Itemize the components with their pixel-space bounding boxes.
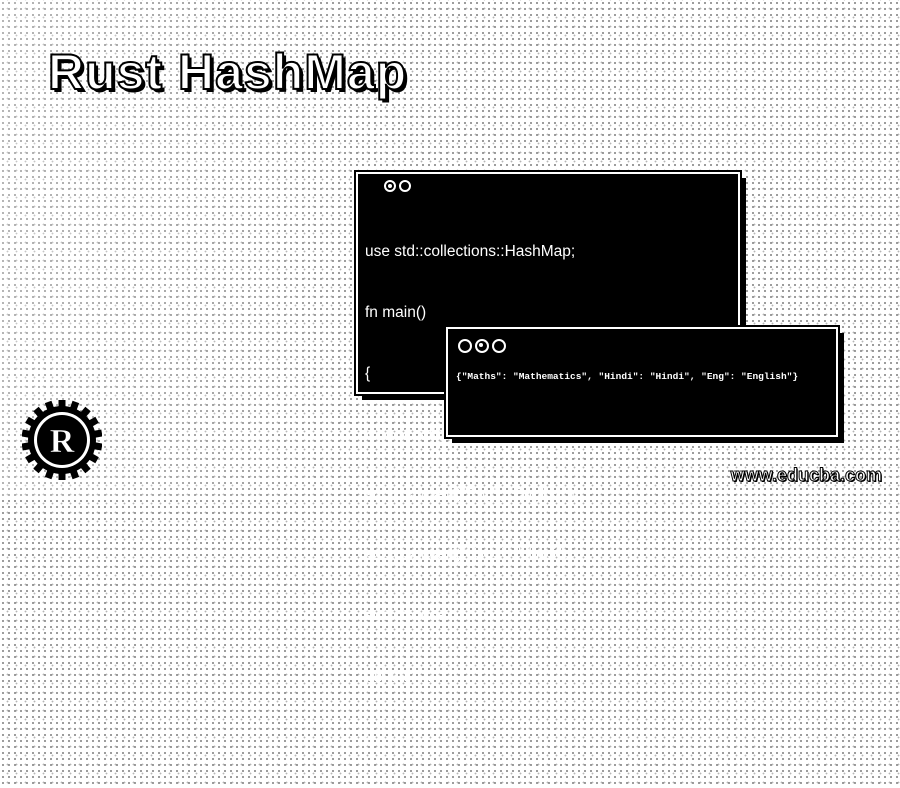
- window-dot-icon: [458, 339, 472, 353]
- watermark: www.educba.com: [730, 465, 882, 486]
- page: { "title": "Rust HashMap", "code_window"…: [0, 0, 900, 500]
- code-line: println!("{:: [365, 667, 432, 685]
- window-dot-icon: [475, 339, 489, 353]
- window-dot-icon: [384, 180, 396, 192]
- code-block: use std::collections::HashMap; fn main()…: [365, 202, 600, 788]
- code-line: subjcts.insert("Eng", "English");: [365, 485, 580, 503]
- output-window: {"Maths": "Mathematics", "Hindi": "Hindi…: [444, 325, 840, 439]
- window-controls: [384, 180, 411, 192]
- code-line: }: [365, 728, 371, 746]
- page-title: Rust HashMap: [47, 43, 408, 101]
- code-line: {: [365, 364, 371, 382]
- rust-logo-icon: R: [22, 400, 102, 480]
- window-dot-icon: [399, 180, 411, 192]
- svg-text:R: R: [50, 423, 75, 460]
- code-line: fn main(): [365, 304, 427, 322]
- code-line: use std::collections::HashMap;: [365, 243, 576, 261]
- code-line: subjcts.insert("Hindi", "Hindi");: [365, 546, 572, 564]
- code-line: subjcts.inse: [365, 607, 446, 625]
- window-dot-icon: [492, 339, 506, 353]
- output-text: {"Maths": "Mathematics", "Hindi": "Hindi…: [456, 371, 799, 382]
- window-controls: [458, 339, 506, 353]
